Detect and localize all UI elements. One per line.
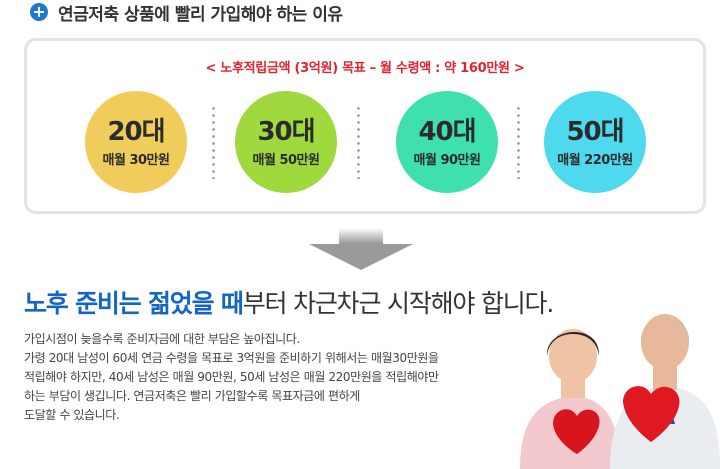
dotted-separator	[212, 105, 215, 179]
tagline-rest: 부터 차근차근 시작해야 합니다.	[242, 289, 555, 318]
description-line: 적립해야 하지만, 40세 남성은 매월 90만원, 50세 남성은 매월 22…	[24, 370, 439, 384]
age-label: 50대	[566, 116, 624, 147]
senior-couple-photo	[520, 314, 720, 469]
description-line: 하는 부담이 생깁니다. 연금저축은 빨리 가입할수록 목표자금에 편하게	[24, 389, 360, 403]
age-circle-50s: 50대 매월 220만원	[544, 91, 646, 193]
monthly-amount: 매월 50만원	[252, 152, 320, 168]
description-line: 가령 20대 남성이 60세 연금 수령을 목표로 3억원을 준비하기 위해서는…	[24, 351, 439, 365]
dotted-separator	[517, 105, 520, 179]
dotted-separator	[357, 105, 360, 179]
monthly-amount: 매월 220만원	[557, 152, 633, 168]
age-comparison-panel: < 노후적립금액 (3억원) 목표 – 월 수령액 : 약 160만원 > 20…	[24, 38, 706, 214]
age-circle-40s: 40대 매월 90만원	[396, 91, 498, 193]
age-label: 20대	[107, 116, 165, 147]
down-arrow-icon	[309, 228, 413, 270]
plus-circle-icon: +	[30, 3, 48, 21]
age-circle-30s: 30대 매월 50만원	[235, 91, 337, 193]
monthly-amount: 매월 30만원	[102, 152, 170, 168]
section-title: 연금저축 상품에 빨리 가입해야 하는 이유	[58, 4, 343, 25]
age-label: 40대	[418, 116, 476, 147]
tagline: 노후 준비는 젊었을 때부터 차근차근 시작해야 합니다.	[24, 284, 555, 320]
description-line: 가입시점이 늦을수록 준비자금에 대한 부담은 높아집니다.	[24, 332, 300, 346]
description-line: 도달할 수 있습니다.	[24, 408, 120, 422]
age-label: 30대	[257, 116, 315, 147]
description: 가입시점이 늦을수록 준비자금에 대한 부담은 높아집니다. 가령 20대 남성…	[24, 330, 524, 425]
age-circle-20s: 20대 매월 30만원	[85, 91, 187, 193]
tagline-highlight: 노후 준비는 젊었을 때	[24, 289, 244, 318]
section-header: + 연금저축 상품에 빨리 가입해야 하는 이유	[30, 0, 343, 25]
goal-text: < 노후적립금액 (3억원) 목표 – 월 수령액 : 약 160만원 >	[205, 61, 525, 76]
monthly-amount: 매월 90만원	[413, 152, 481, 168]
